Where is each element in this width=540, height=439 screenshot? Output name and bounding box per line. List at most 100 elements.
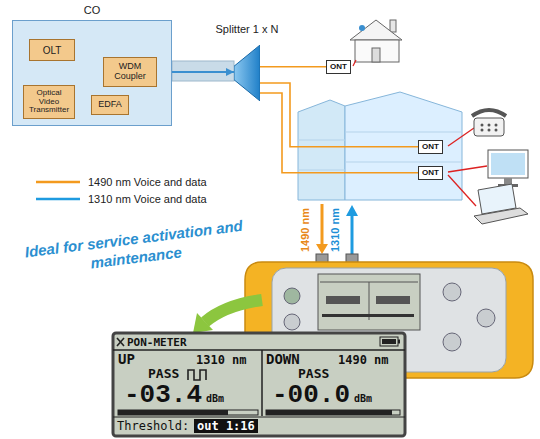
footer-rule — [113, 417, 405, 418]
ont-box: ONT — [418, 140, 443, 154]
screen-bar — [322, 314, 414, 317]
button — [284, 314, 300, 330]
wavelength-label: 1310 nm — [330, 208, 341, 252]
phone-key — [495, 129, 498, 132]
equipment-box: WDM Coupler — [103, 57, 157, 87]
screen-text: Threshold: — [117, 420, 189, 432]
battery-level — [382, 339, 396, 344]
level-fill — [118, 410, 228, 415]
equipment-box: Optical Video Transmitter — [23, 85, 75, 119]
legend-text: 1490 nm Voice and data — [88, 176, 207, 188]
phone-key — [495, 124, 498, 127]
house — [350, 20, 402, 62]
power-reading: -00.0 — [272, 382, 350, 408]
wavelength-label: 1490 nm — [300, 208, 311, 252]
battery-icon — [380, 337, 398, 346]
tagline: Ideal for service activation and mainten… — [3, 214, 268, 283]
header-rule — [113, 349, 405, 351]
splitter-label: Splitter 1 x N — [216, 23, 279, 35]
legend-row: 1310 nm Voice and data — [36, 190, 207, 207]
drop-fiber — [260, 66, 326, 68]
ont-label: ONT — [422, 168, 439, 178]
phone-base — [474, 118, 504, 136]
box-label: WDM Coupler — [106, 62, 154, 82]
legend-line — [36, 197, 80, 200]
legend-row: 1490 nm Voice and data — [36, 173, 207, 190]
building-tower — [298, 100, 345, 200]
phone-key — [481, 129, 484, 132]
floor-line — [345, 132, 462, 133]
screen-value — [376, 296, 410, 304]
screen-text: 1490 nm — [338, 354, 389, 366]
legend-text: 1310 nm Voice and data — [88, 193, 207, 205]
downstream-arrow — [321, 204, 324, 246]
zoom-arrow-shaft — [205, 300, 262, 322]
monitor-screen — [491, 153, 525, 175]
box-label: EDFA — [98, 100, 122, 110]
screen-frame — [113, 333, 405, 436]
phone-key — [488, 124, 491, 127]
drop-fiber — [260, 83, 418, 147]
equipment-box: EDFA — [91, 95, 129, 115]
ont-label: ONT — [422, 142, 439, 152]
legend-sample — [36, 177, 80, 187]
ont-box: ONT — [418, 166, 443, 180]
optical-splitter: Splitter 1 x N — [234, 45, 260, 101]
phone-key — [481, 124, 484, 127]
status-text: PASS — [148, 367, 179, 380]
drop-fiber — [260, 93, 418, 173]
monitor-icon — [488, 150, 528, 187]
ont-box: ONT — [326, 60, 351, 74]
power-reading: -03.4 — [124, 382, 202, 408]
floor-line — [298, 140, 345, 141]
arrowhead — [316, 244, 328, 254]
ont-label: ONT — [330, 62, 347, 72]
level-fill — [266, 410, 392, 415]
floor-line — [298, 170, 345, 171]
door — [372, 48, 380, 62]
monitor-stand — [504, 178, 512, 184]
roof — [350, 20, 402, 40]
close-icon — [117, 338, 124, 346]
level-bar — [266, 410, 400, 415]
splitter-outline — [234, 45, 260, 101]
floor-line — [345, 162, 462, 163]
monitor-frame — [488, 150, 528, 178]
wire — [448, 166, 487, 172]
column-divider — [261, 350, 263, 416]
status-text: PASS — [298, 367, 329, 380]
button — [443, 333, 461, 351]
button — [477, 309, 495, 327]
unit-label: dBm — [354, 394, 372, 404]
battery-tip — [398, 340, 400, 344]
chimney — [390, 20, 396, 32]
threshold-value: out 1:16 — [194, 419, 258, 433]
zoom-arrow-head — [193, 313, 213, 333]
button — [284, 288, 300, 304]
wire — [353, 60, 356, 66]
phone-key — [488, 129, 491, 132]
phone-icon — [472, 110, 506, 136]
laptop-base — [474, 208, 528, 224]
zoom-arrow — [193, 300, 262, 333]
upstream-arrow — [351, 214, 354, 254]
wires — [353, 60, 487, 206]
legend-sample — [36, 194, 80, 204]
central-office: COOLTWDM CouplerOptical Video Transmitte… — [12, 20, 172, 126]
zoomed-screen — [113, 333, 405, 436]
legend-line — [36, 180, 80, 183]
box-label: OLT — [43, 45, 62, 56]
arrowhead — [346, 205, 358, 216]
group-title: CO — [13, 4, 171, 16]
meter-cables — [316, 204, 358, 254]
splitter-shape — [234, 45, 260, 101]
screen-text: DOWN — [266, 352, 300, 366]
screen-title: PON-METER — [127, 337, 187, 348]
unit-label: dBm — [206, 394, 224, 404]
house-body — [355, 40, 399, 62]
equipment-box: OLT — [29, 39, 75, 61]
dish — [359, 25, 365, 31]
wire — [448, 128, 474, 146]
screen-text: UP — [118, 352, 135, 366]
